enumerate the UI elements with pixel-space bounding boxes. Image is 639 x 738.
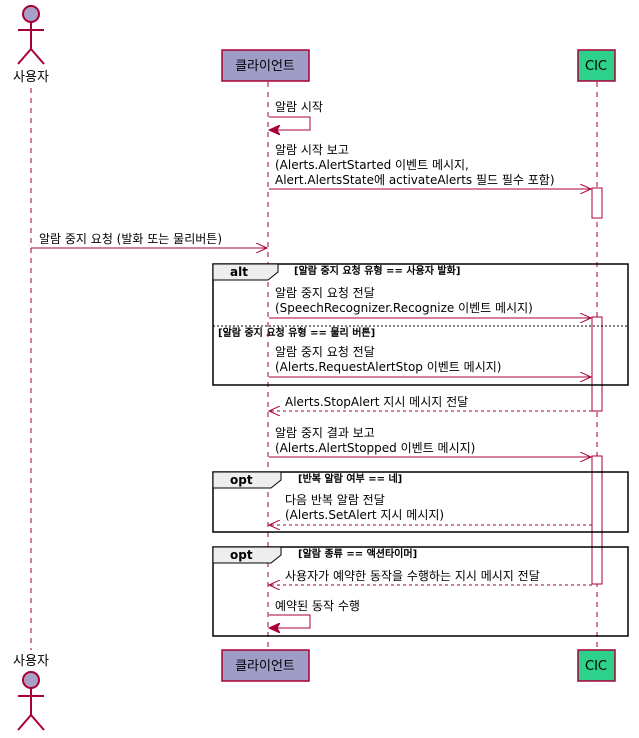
alt-fragment	[212, 263, 629, 386]
msg-1-label: 알람 시작	[275, 100, 323, 114]
msg-8-line2: (Alerts.SetAlert 지시 메시지)	[285, 508, 444, 522]
participant-client-bottom	[221, 649, 310, 682]
alt-keyword: alt	[230, 265, 248, 279]
opt-1-keyword: opt	[230, 473, 253, 487]
msg-10-arrow	[269, 614, 311, 628]
msg-4-line1: 알람 중지 요청 전달	[275, 286, 375, 300]
activation-cic-1	[591, 187, 603, 219]
opt-fragment-1	[212, 471, 629, 533]
opt-2-keyword: opt	[230, 548, 253, 562]
participant-client-bottom-label: 클라이언트	[235, 659, 295, 674]
actor-head	[22, 5, 40, 23]
actor-head	[22, 671, 40, 689]
actor-user-bottom-label: 사용자	[13, 654, 49, 669]
msg-10-label: 예약된 동작 수행	[275, 598, 360, 613]
participant-cic-bottom-label: CIC	[585, 659, 607, 674]
msg-7-line1: 알람 중지 결과 보고	[275, 426, 375, 440]
alt-fragment-tab	[212, 263, 279, 281]
participant-client-top	[221, 49, 310, 82]
opt-2-guard: [알람 종류 == 액션타이머]	[298, 547, 417, 560]
msg-2-line3: Alert.AlertsState에 activateAlerts 필드 필수 …	[275, 173, 555, 187]
msg-5-line2: (Alerts.RequestAlertStop 이벤트 메시지)	[275, 360, 501, 374]
participant-client-top-label: 클라이언트	[235, 59, 295, 74]
actor-user-top-label: 사용자	[13, 70, 49, 85]
participant-cic-top	[577, 49, 616, 82]
msg-2-line2: (Alerts.AlertStarted 이벤트 메시지,	[275, 158, 469, 172]
msg-6-label: Alerts.StopAlert 지시 메시지 전달	[285, 395, 468, 409]
activation-cic-2	[591, 316, 603, 412]
opt-1-guard: [반복 알람 여부 == 네]	[298, 472, 402, 485]
alt-guard-2: [알람 중지 요청 유형 == 물리 버튼]	[218, 326, 375, 339]
opt-fragment-1-tab	[212, 471, 282, 489]
msg-3-label: 알람 중지 요청 (발화 또는 물리버튼)	[39, 232, 222, 246]
msg-2-line1: 알람 시작 보고	[275, 143, 349, 157]
opt-fragment-2-tab	[212, 546, 282, 564]
actor-user-bottom	[17, 671, 45, 731]
activation-cic-3	[591, 455, 603, 585]
msg-7-line2: (Alerts.AlertStopped 이벤트 메시지)	[275, 441, 475, 455]
participant-cic-top-label: CIC	[585, 59, 607, 74]
msg-9-label: 사용자가 예약한 동작을 수행하는 지시 메시지 전달	[285, 568, 540, 583]
actor-user-top	[17, 5, 45, 65]
alt-guard-1: [알람 중지 요청 유형 == 사용자 발화]	[294, 264, 460, 277]
msg-8-line1: 다음 반복 알람 전달	[285, 493, 385, 507]
participant-cic-bottom	[577, 649, 616, 682]
msg-1-arrow	[269, 116, 311, 130]
msg-5-line1: 알람 중지 요청 전달	[275, 345, 375, 359]
msg-4-line2: (SpeechRecognizer.Recognize 이벤트 메시지)	[275, 301, 533, 315]
opt-fragment-2	[212, 546, 629, 637]
